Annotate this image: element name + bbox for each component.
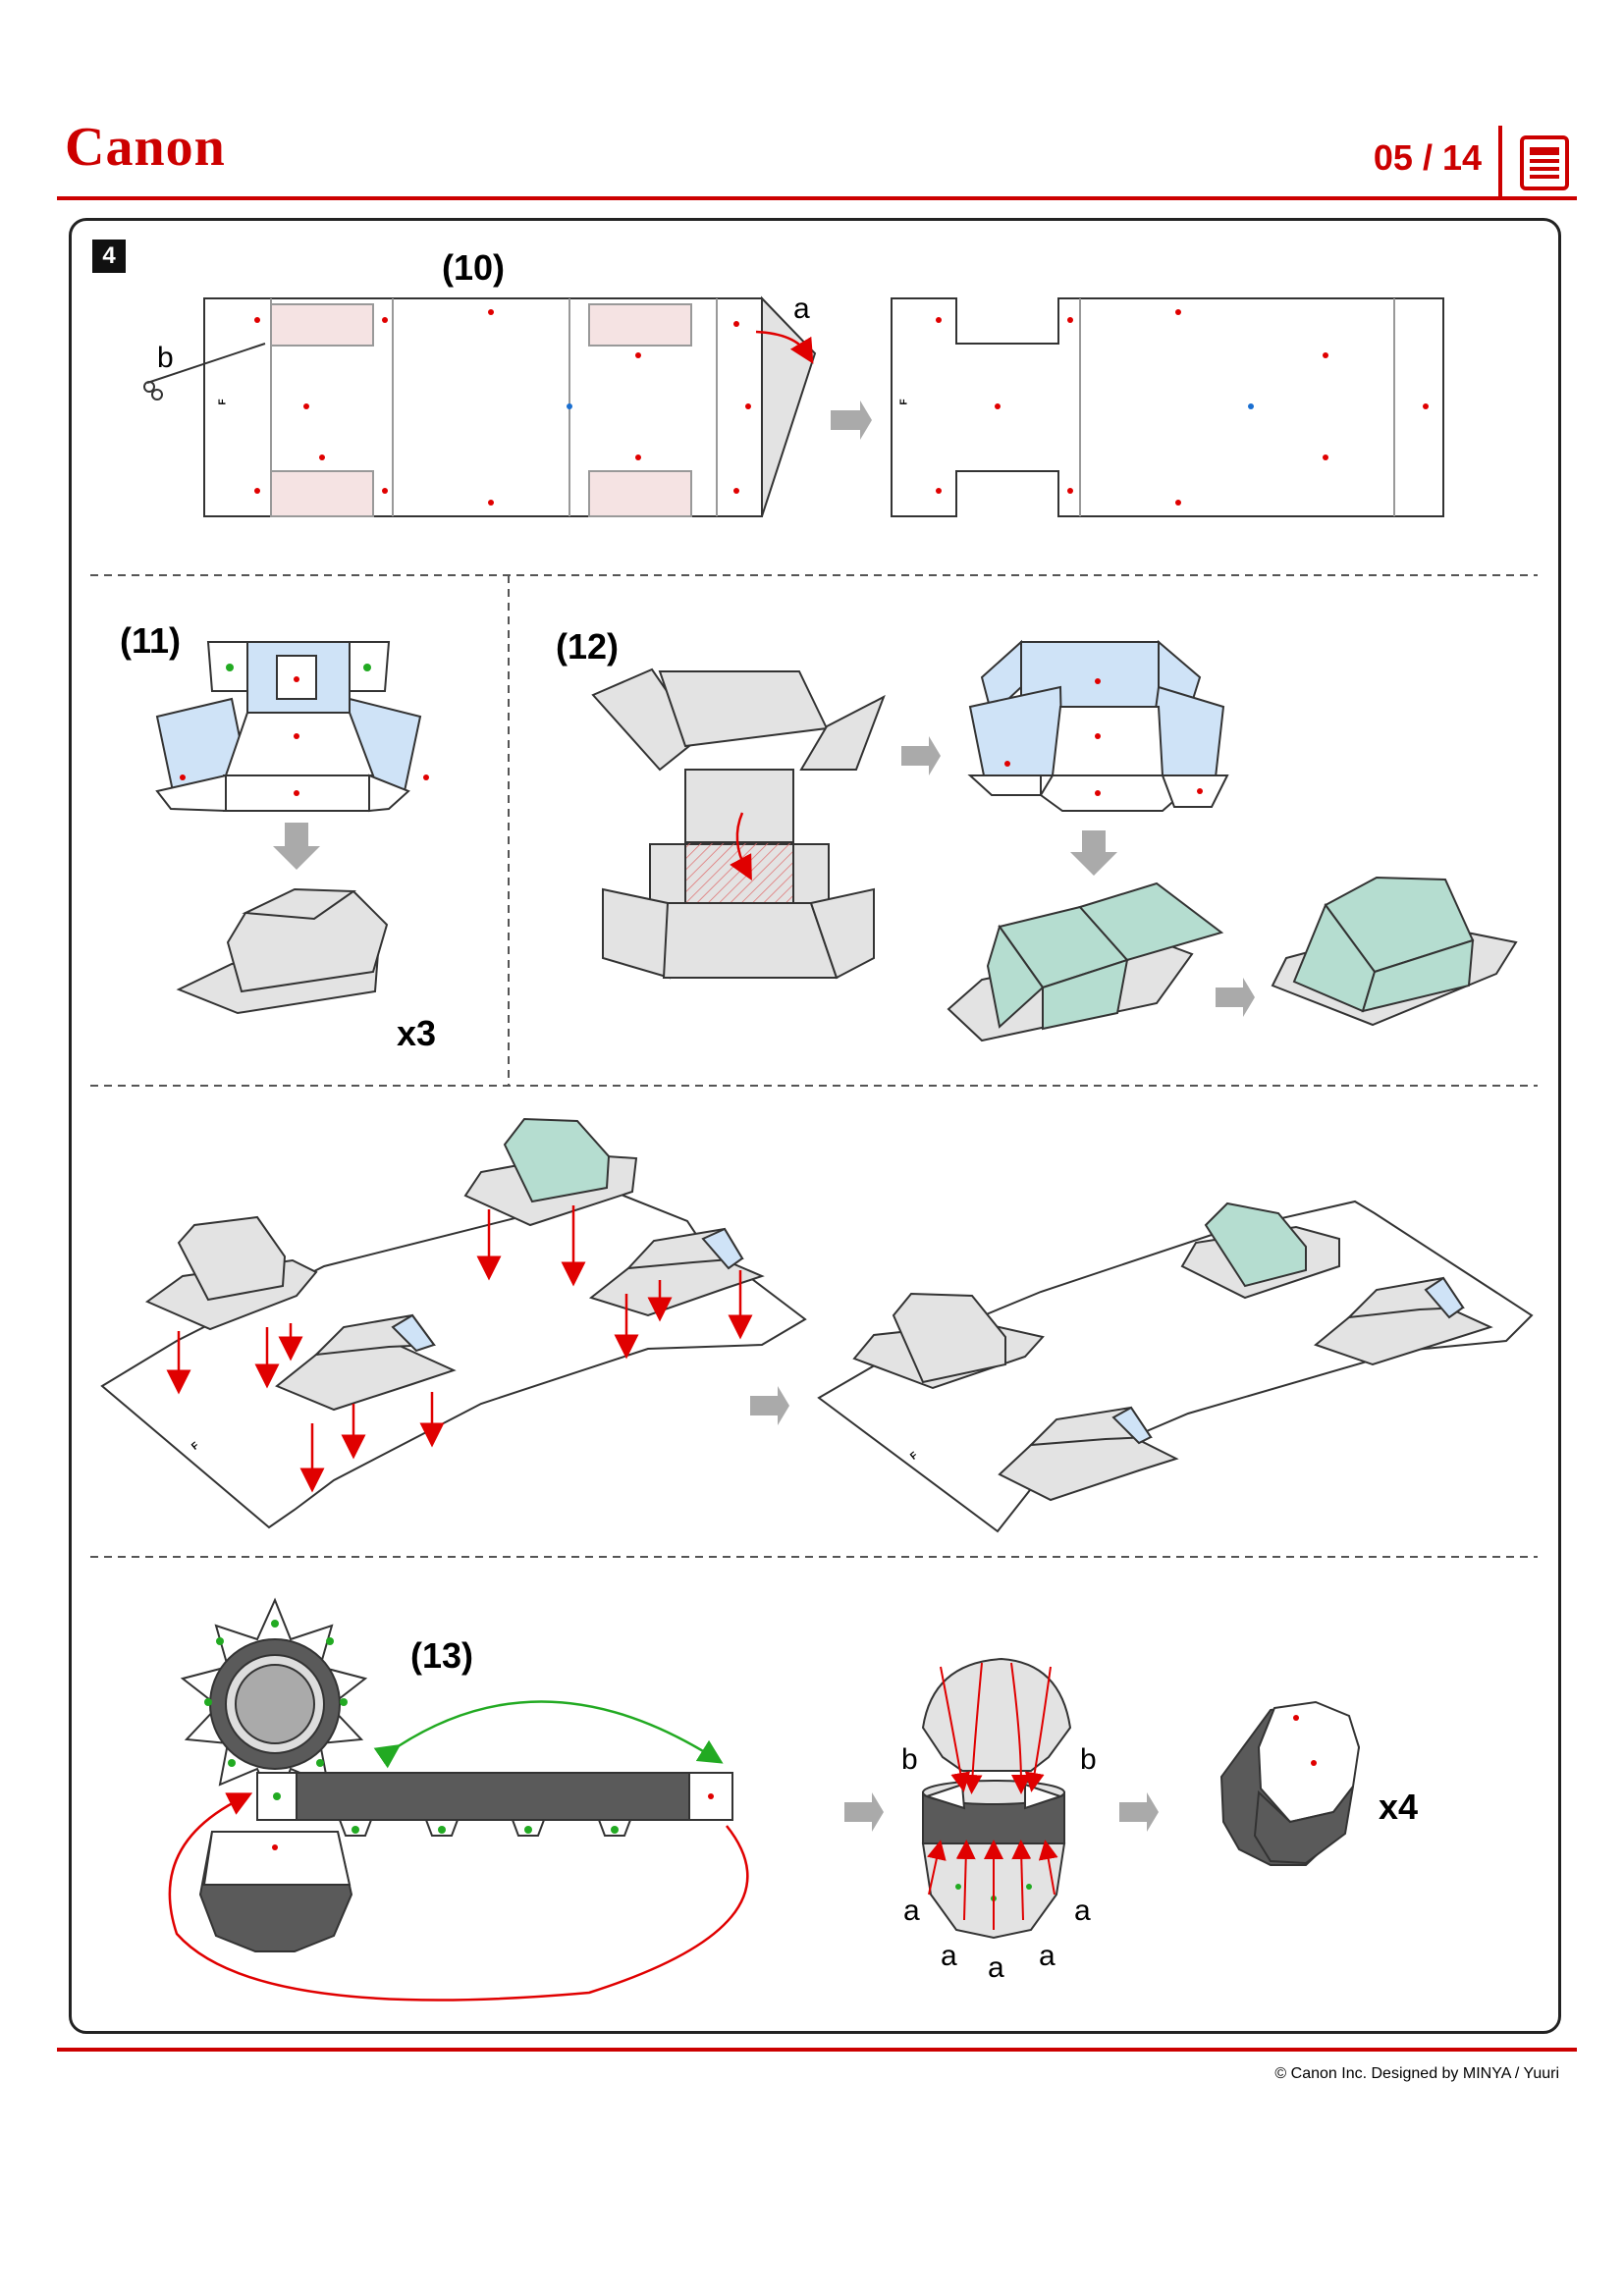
next-arrow-icon (831, 400, 872, 440)
assembly-piece-green (463, 1117, 638, 1227)
fold-letter-b: b (1080, 1743, 1097, 1776)
assembly-piece-gray-left (144, 1215, 318, 1331)
next-arrow-icon (750, 1386, 789, 1425)
next-arrow-icon (1119, 1792, 1159, 1832)
document-icon[interactable] (1518, 133, 1571, 192)
wrap-arrow (168, 1792, 749, 2002)
step-12-folded-piece (1271, 876, 1518, 1027)
copyright-text: © Canon Inc. Designed by MINYA / Yuuri (1274, 2065, 1559, 2082)
step-13-wheel-net (180, 1597, 733, 1952)
match-arrow (373, 1700, 724, 1769)
assembled-piece-blue-right (1313, 1276, 1493, 1366)
instruction-panel (69, 218, 1561, 2034)
step-11-folded-piece (176, 887, 389, 1015)
assembly-piece-blue-right (588, 1227, 765, 1317)
step-11-net (155, 641, 422, 813)
fold-letter-a: a (793, 293, 810, 325)
fold-letter-a: a (1039, 1940, 1056, 1972)
sheet-marker-f: F (217, 399, 229, 405)
step-11-label: (11) (120, 620, 182, 661)
step-10-cut-sheet (891, 297, 1444, 517)
next-arrow-icon (844, 1792, 884, 1832)
step-11-multiplier: x3 (397, 1013, 437, 1053)
header-rule (57, 196, 1577, 200)
assembly-piece-blue-left (275, 1313, 457, 1412)
sheet-marker-f: F (898, 399, 910, 405)
footer-rule (57, 2048, 1577, 2052)
fold-arrow (755, 330, 814, 364)
step-12-label: (12) (556, 626, 620, 667)
fold-letter-a: a (903, 1895, 920, 1927)
step-10-flat-sheet (203, 295, 817, 517)
page-indicator: 05 / 14 (1373, 137, 1482, 178)
fold-letter-a: a (988, 1951, 1004, 1984)
header-separator (1498, 126, 1502, 196)
step-12-partial-fold (947, 881, 1224, 1042)
fold-arrow (730, 812, 752, 881)
section-number-badge: 4 (92, 240, 126, 273)
finished-wheel (1219, 1700, 1361, 1866)
down-arrow-icon (1070, 830, 1117, 876)
step-13-label: (13) (410, 1635, 474, 1676)
assembled-piece-green (1180, 1201, 1340, 1300)
assembled-piece-gray (852, 1292, 1045, 1390)
assembled-piece-blue-left (998, 1406, 1179, 1502)
scissors-icon (143, 343, 266, 400)
next-arrow-icon (1216, 978, 1255, 1017)
fold-letter-a: a (941, 1940, 957, 1972)
step-12-net-blue (967, 639, 1229, 812)
step-10-label: (10) (442, 247, 506, 288)
canon-logo: Canon (65, 117, 226, 178)
step-13-multiplier: x4 (1379, 1787, 1419, 1827)
fold-letter-b: b (157, 342, 174, 374)
fold-letter-b: b (901, 1743, 918, 1776)
fold-letter-a: a (1074, 1895, 1091, 1927)
down-arrow-icon (273, 823, 320, 870)
step-13-wheel-forming (921, 1657, 1072, 1940)
next-arrow-icon (901, 736, 941, 775)
